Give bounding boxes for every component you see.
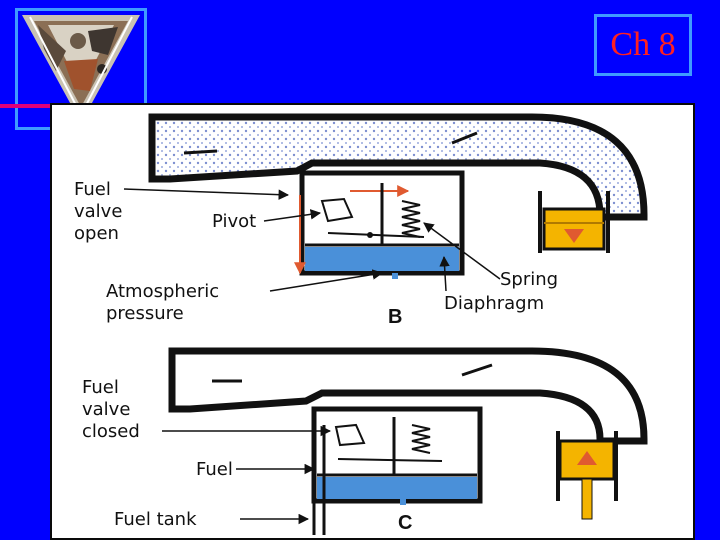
spring [401,200,421,238]
intake-tube [148,113,648,221]
up-arrow-icon [577,451,597,465]
fuel-chamber [305,247,459,271]
panel-letter-b: B [388,306,402,328]
chapter-label: Ch 8 [594,14,692,76]
label-fuel-valve-open-2: valve [74,201,122,222]
label-diaphragm: Diaphragm [444,293,544,314]
diagram-b: Fuel valve open Pivot Spring Atmospheric… [74,113,648,328]
pivot-lever [327,232,425,238]
label-pivot: Pivot [212,211,256,232]
diagram-c: Fuel valve closed Fuel Fuel tank C [82,347,648,535]
valve-body [320,197,354,223]
carburetor-diagram-panel: Fuel valve open Pivot Spring Atmospheric… [50,103,695,540]
label-fuel-valve-closed-1: Fuel [82,377,119,398]
label-fuel: Fuel [196,459,233,480]
fuel-chamber-c [317,477,477,499]
label-fuel-tank: Fuel tank [114,509,197,530]
down-arrow-icon [564,229,584,243]
label-fuel-valve-closed-2: valve [82,399,130,420]
panel-letter-c: C [398,512,412,534]
label-fuel-valve-open-3: open [74,223,119,244]
label-fuel-valve-open-1: Fuel [74,179,111,200]
label-spring: Spring [500,269,558,290]
label-atmospheric-2: pressure [106,303,184,324]
label-fuel-valve-closed-3: closed [82,421,140,442]
label-atmospheric-1: Atmospheric [106,281,219,302]
intake-tube-c [168,347,648,445]
